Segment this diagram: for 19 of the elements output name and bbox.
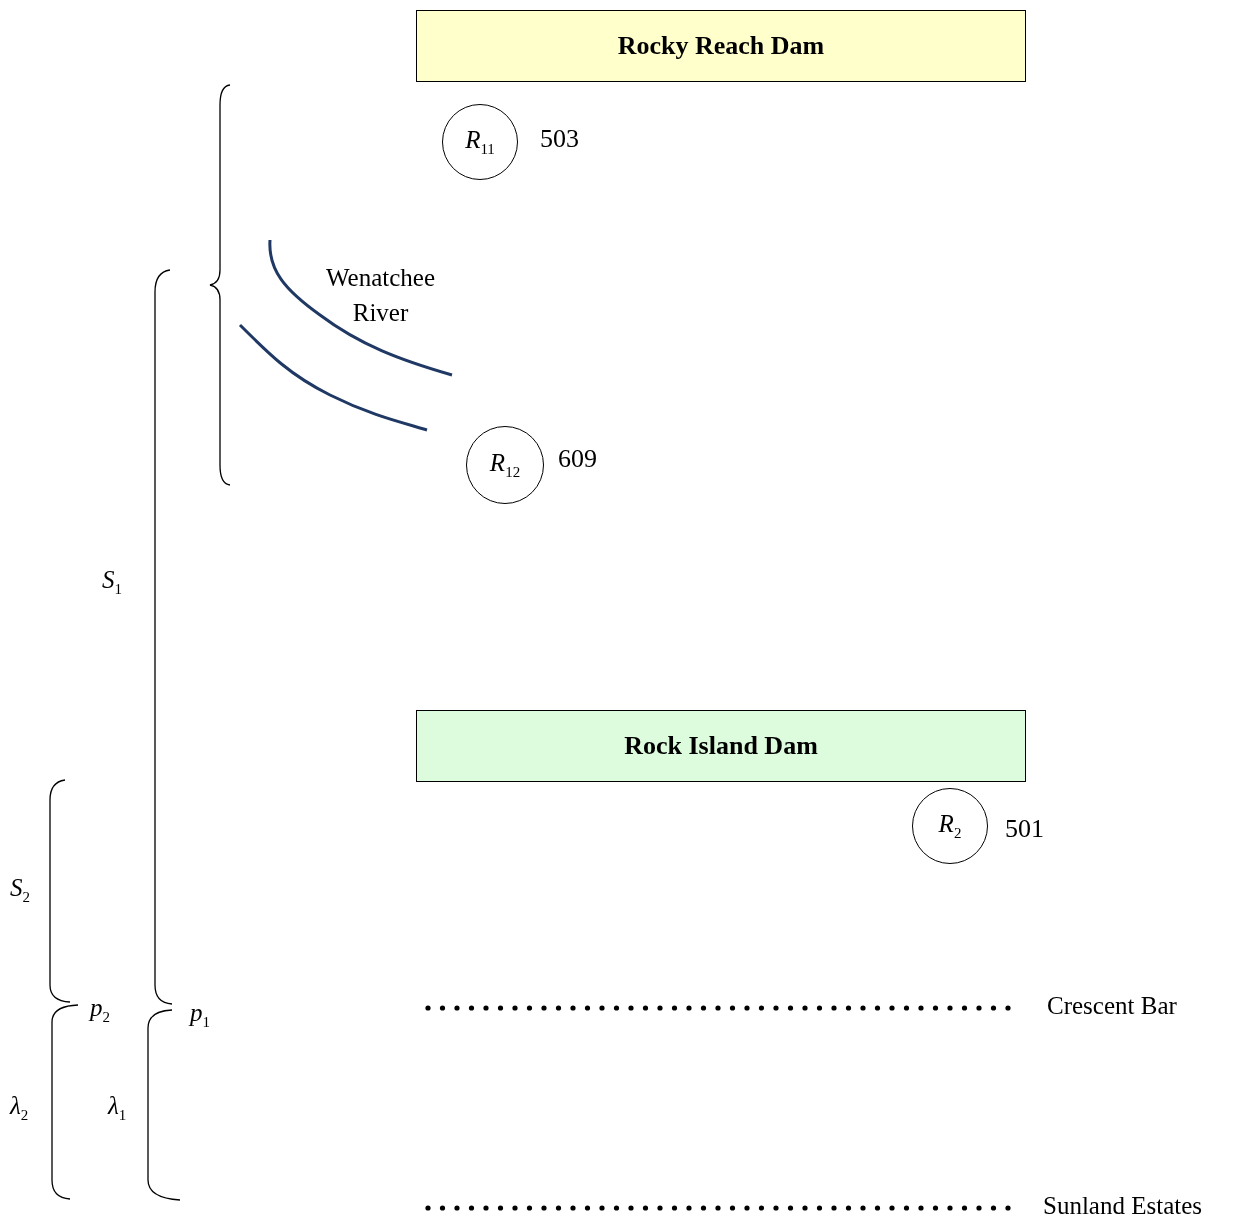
segment-label: λ$_{1}$ (108, 1091, 127, 1125)
dam-name: Rock Island Dam (624, 731, 818, 761)
place-name: Sunland Estates (1043, 1191, 1202, 1220)
river-name: Wenatchee River (325, 263, 436, 328)
place-name: Crescent Bar (1047, 991, 1177, 1021)
point-label: p$_{1}$ (190, 998, 210, 1032)
reservoir-label: R$_{2}$ (938, 810, 962, 842)
reservoir-label: R$_{11}$ (465, 126, 495, 158)
segment-label: S$_{1}$ (102, 565, 122, 599)
dam-box (416, 710, 1026, 782)
reservoir-number: 503 (540, 124, 579, 154)
reservoir-number: 501 (1005, 814, 1044, 844)
point-label: p$_{2}$ (90, 993, 110, 1027)
segment-label: λ$_{2}$ (10, 1091, 29, 1125)
segment-label: S$_{2}$ (10, 873, 30, 907)
dam-box (416, 10, 1026, 82)
dam-name: Rocky Reach Dam (617, 31, 825, 61)
reservoir-label: R$_{12}$ (489, 449, 521, 481)
reservoir-number: 609 (558, 444, 597, 474)
